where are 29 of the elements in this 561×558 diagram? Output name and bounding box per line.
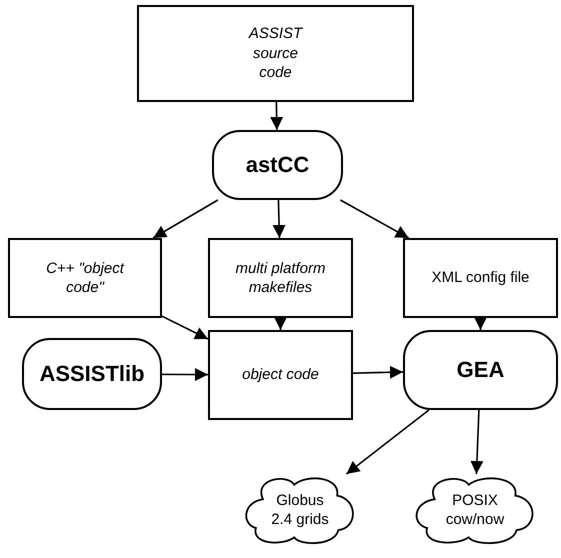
arrow: [152, 199, 218, 239]
process-box: [137, 5, 414, 102]
terminal-shape: [22, 338, 162, 410]
arrow: [162, 315, 208, 340]
node-label: ASSISTlib: [38, 360, 146, 388]
node-label: POSIX cow/now: [444, 490, 506, 530]
node-label: Globus 2.4 grids: [270, 490, 330, 530]
node-label: astCC: [244, 150, 310, 179]
arrow: [474, 317, 487, 330]
arrow: [346, 409, 430, 475]
process-box: [403, 238, 558, 318]
node-label: multi platform makefiles: [234, 258, 327, 298]
node-label: object code: [241, 365, 320, 385]
process-box: [8, 238, 162, 318]
node-label: C++ "object code": [45, 258, 126, 298]
arrow: [162, 368, 208, 382]
arrow: [270, 102, 284, 130]
terminal-shape: [403, 330, 558, 410]
arrow: [340, 199, 410, 239]
process-box: [208, 330, 353, 420]
process-box: [208, 238, 353, 318]
node-label: XML config file: [430, 268, 530, 288]
node-label: ASSIST source code: [247, 24, 304, 83]
arrow: [272, 200, 286, 238]
terminal-shape: [212, 130, 343, 200]
arrow: [274, 317, 287, 330]
arrow: [352, 366, 404, 379]
arrow: [470, 410, 484, 474]
node-label: GEA: [456, 356, 506, 384]
